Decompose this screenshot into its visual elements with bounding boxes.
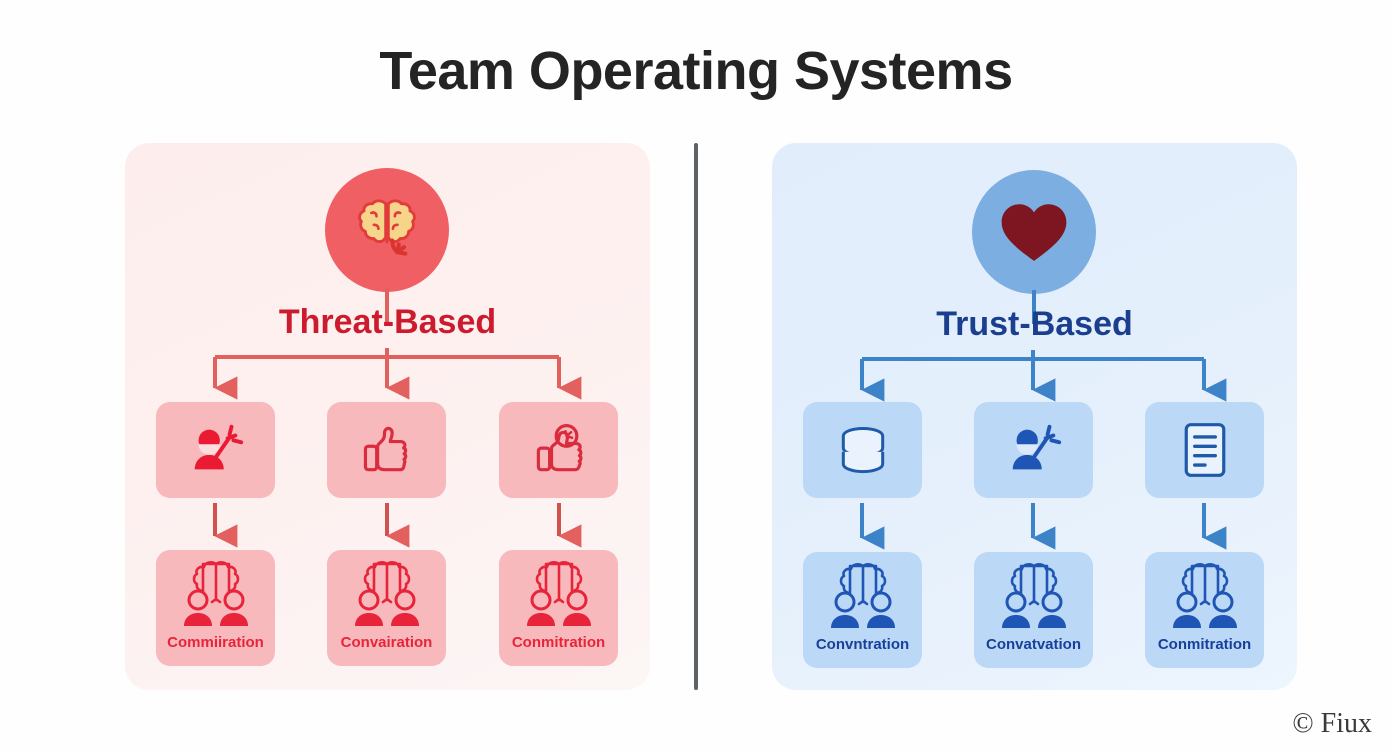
tile-threat-middle-2[interactable]	[327, 402, 446, 498]
tile-label: Conmitration	[511, 634, 606, 651]
brain-people-icon	[825, 560, 901, 632]
tile-trust-bottom-1[interactable]: Convntration	[803, 552, 922, 668]
brain-people-icon	[178, 558, 254, 630]
tile-trust-bottom-3[interactable]: Conmitration	[1145, 552, 1264, 668]
heading-threat-based: Threat-Based	[278, 303, 497, 341]
brain-people-icon	[349, 558, 425, 630]
brain-people-icon	[996, 560, 1072, 632]
database-icon	[833, 420, 893, 480]
tile-threat-middle-1[interactable]	[156, 402, 275, 498]
tile-label: Commiiration	[167, 634, 264, 651]
trust-head-circle	[972, 170, 1096, 294]
tile-trust-middle-1[interactable]	[803, 402, 922, 498]
tile-threat-bottom-1[interactable]: Commiiration	[156, 550, 275, 666]
tile-label: Convairation	[340, 634, 433, 651]
tile-threat-middle-3[interactable]	[499, 402, 618, 498]
page-title: Team Operating Systems	[379, 41, 1013, 101]
heading-trust-based: Trust-Based	[936, 305, 1133, 343]
heart-icon	[997, 197, 1071, 267]
trust-head-connector	[1032, 290, 1036, 324]
thumbs-up-person-icon	[529, 420, 589, 480]
tile-label: Conmitration	[1157, 636, 1252, 653]
tile-label: Convatvation	[985, 636, 1081, 653]
threat-head-circle	[325, 168, 449, 292]
tile-label: Convntration	[815, 636, 910, 653]
vertical-divider	[694, 143, 698, 690]
tile-threat-bottom-3[interactable]: Conmitration	[499, 550, 618, 666]
tile-threat-bottom-2[interactable]: Convairation	[327, 550, 446, 666]
threat-head-connector	[385, 288, 389, 322]
tile-trust-middle-2[interactable]	[974, 402, 1093, 498]
brain-people-icon	[1167, 560, 1243, 632]
document-icon	[1177, 420, 1233, 480]
brain-icon	[345, 188, 429, 272]
brain-people-icon	[521, 558, 597, 630]
watermark: © Fiux	[1292, 708, 1372, 739]
thumbs-up-icon	[357, 420, 417, 480]
person-pointer-icon	[1003, 419, 1065, 481]
person-pointer-icon	[185, 419, 247, 481]
tile-trust-bottom-2[interactable]: Convatvation	[974, 552, 1093, 668]
tile-trust-middle-3[interactable]	[1145, 402, 1264, 498]
